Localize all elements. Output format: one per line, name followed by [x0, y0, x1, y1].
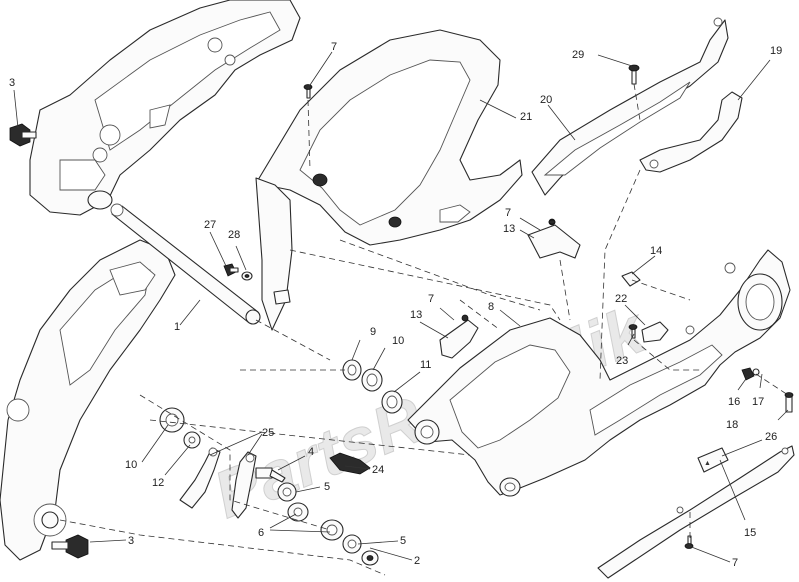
bolt-part-3-upper [9, 123, 37, 147]
screw-part-7-bottom [684, 535, 694, 549]
callout-22: 22 [615, 293, 627, 305]
callout-8: 8 [488, 301, 494, 313]
leader-lines [13, 51, 789, 563]
screw-part-23 [628, 324, 638, 339]
callout-5-upper: 5 [324, 481, 330, 493]
callout-18: 18 [726, 419, 738, 431]
clip-part-13-right [527, 218, 581, 259]
callout-7-mid-right: 7 [505, 207, 511, 219]
clamp-part-22 [641, 321, 669, 343]
washer-part-5-lower [342, 534, 362, 554]
callout-3-upper: 3 [9, 77, 15, 89]
bolt-part-3-lower [51, 534, 89, 559]
callout-19: 19 [770, 45, 782, 57]
spacer-part-28b [273, 289, 291, 305]
callout-6: 6 [258, 527, 264, 539]
svg-text:▲: ▲ [704, 460, 711, 467]
chain-slider-part-15 [597, 445, 795, 579]
screw-part-7-top [303, 84, 313, 99]
callout-29: 29 [572, 49, 584, 61]
callout-27: 27 [204, 219, 216, 231]
washer-part-5-upper [277, 482, 297, 502]
callout-7-bottom: 7 [732, 557, 738, 569]
fastener-part-27 [223, 263, 239, 277]
bolt-part-4 [255, 467, 286, 483]
callout-2: 2 [414, 555, 420, 567]
screw-part-29 [628, 64, 640, 85]
bracket-part-19 [639, 91, 743, 173]
washer-part-28 [241, 271, 253, 281]
washer-part-2 [361, 550, 379, 566]
decal-part-26: ▲ [697, 447, 729, 473]
callout-28: 28 [228, 229, 240, 241]
callout-7-top: 7 [331, 41, 337, 53]
spacer-part-6-upper [287, 502, 309, 522]
callout-13-left: 13 [410, 309, 422, 321]
screw-part-7-mid [548, 219, 556, 225]
link-part-25-left [179, 447, 221, 509]
pivot-shaft-part-1 [110, 203, 261, 325]
callout-10-lower: 10 [125, 459, 137, 471]
callout-12: 12 [152, 477, 164, 489]
callout-24: 24 [372, 464, 384, 476]
bushing-part-10-lower [159, 407, 185, 433]
callout-13-right: 13 [503, 223, 515, 235]
callout-labels: 1 2 3 3 4 5 5 6 7 7 7 7 8 9 10 10 11 12 … [9, 41, 782, 569]
callout-17: 17 [752, 396, 764, 408]
bushing-part-14 [621, 271, 641, 287]
callout-23: 23 [616, 355, 628, 367]
callout-16: 16 [728, 396, 740, 408]
plate-part-24 [329, 452, 371, 475]
callout-1: 1 [174, 321, 180, 333]
callout-21: 21 [520, 111, 532, 123]
spacer-part-6-lower [320, 519, 344, 541]
ring-part-12 [183, 431, 201, 449]
nut-part-16 [741, 367, 755, 381]
link-part-25-right [231, 451, 257, 519]
bushing-part-10-upper [361, 368, 383, 392]
bearing-part-9 [342, 359, 362, 381]
rear-hugger-part-21 [255, 29, 523, 331]
assembly-dashed-lines [59, 83, 789, 576]
callout-9: 9 [370, 326, 376, 338]
washer-part-17 [752, 368, 760, 376]
bushing-part-11 [381, 390, 403, 414]
callout-11: 11 [420, 359, 431, 371]
clip-part-13-left [439, 314, 479, 359]
frame-lower [0, 239, 176, 561]
callout-3-lower: 3 [128, 535, 134, 547]
callout-14: 14 [650, 245, 662, 257]
callout-5-lower: 5 [400, 535, 406, 547]
chain-guard-part-20 [531, 17, 729, 196]
bolt-part-18 [784, 392, 794, 413]
callout-20: 20 [540, 94, 552, 106]
callout-4: 4 [308, 446, 314, 458]
frame-upper [29, 0, 301, 216]
callout-26: 26 [765, 431, 777, 443]
callout-15: 15 [744, 527, 756, 539]
swingarm-part-8 [407, 249, 791, 497]
callout-10-upper: 10 [392, 335, 404, 347]
callout-7-mid-left: 7 [428, 293, 434, 305]
callout-25: 25 [262, 427, 274, 439]
